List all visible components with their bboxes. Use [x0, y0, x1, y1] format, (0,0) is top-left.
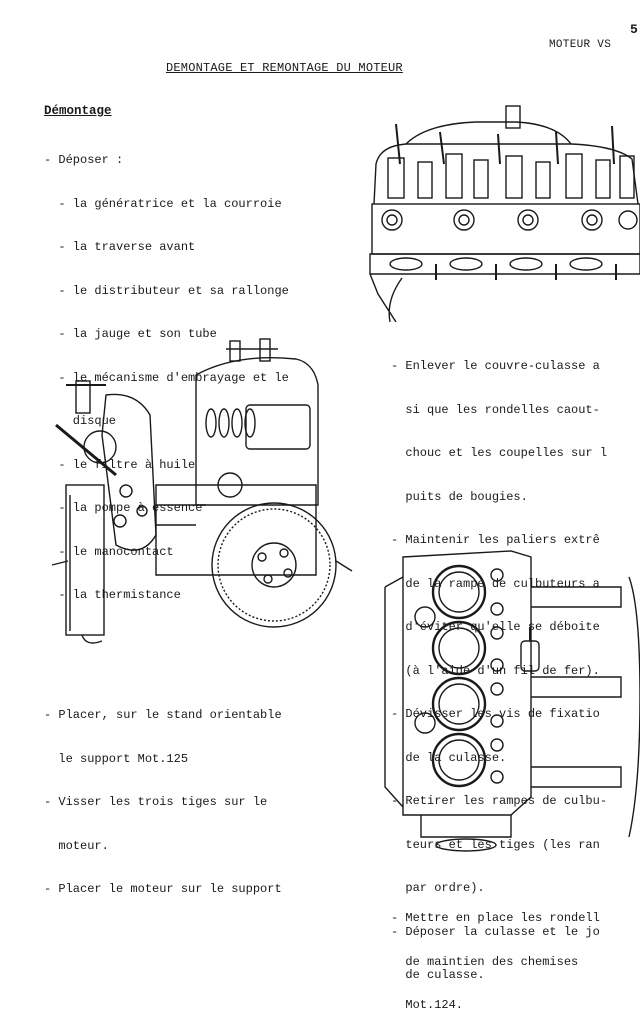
instruction-line: - Enlever le couvre-culasse a [391, 359, 600, 373]
instruction-line: - Placer le moteur sur le support [44, 882, 282, 896]
cylinder-head-illustration [366, 104, 640, 322]
cylinder-block-illustration [381, 547, 640, 855]
instruction-line: - Déposer la culasse et le jo [391, 924, 600, 939]
instruction-line: disque [44, 414, 117, 428]
instruction-line: Mot.124. [391, 998, 464, 1012]
instruction-line: - Déposer : [44, 153, 124, 167]
instruction-line: - Mettre en place les rondell [391, 911, 600, 925]
instruction-line: - Visser les trois tiges sur le [44, 795, 268, 809]
instruction-line: - le mécanisme d'embrayage et le [44, 370, 289, 385]
instruction-line: - Placer, sur le stand orientable [44, 708, 282, 722]
section-heading: Démontage [44, 104, 112, 118]
liner-instructions: - Mettre en place les rondell de maintie… [391, 882, 600, 1024]
instruction-line: de maintien des chemises [391, 954, 579, 969]
instruction-line: - Retirer les rampes de culbu- [391, 794, 608, 808]
page-number: 5 [630, 22, 638, 37]
instruction-line: de la culasse. [391, 750, 507, 765]
instruction-line: - la thermistance [44, 588, 181, 602]
instruction-line: si que les rondelles caout- [391, 402, 600, 417]
cylinder-head-instructions: - Enlever le couvre-culasse a si que les… [391, 330, 607, 1012]
instruction-line: (à l'aide d'un fil de fer). [391, 663, 600, 678]
instruction-line: puits de bougies. [391, 489, 528, 504]
removal-list: - Déposer : - la génératrice et la courr… [44, 124, 289, 632]
instruction-line: le support Mot.125 [44, 751, 189, 766]
page-title: DEMONTAGE ET REMONTAGE DU MOTEUR [166, 61, 403, 75]
engine-on-stand-illustration [46, 335, 356, 647]
support-instructions: - Placer, sur le stand orientable le sup… [44, 679, 282, 926]
instruction-line: de culasse. [391, 968, 485, 982]
running-header: MOTEUR VS [549, 39, 612, 51]
instruction-line: par ordre). [391, 881, 485, 895]
instruction-line: - la traverse avant [44, 240, 196, 254]
instruction-line: - la jauge et son tube [44, 327, 217, 341]
instruction-line: moteur. [44, 838, 109, 853]
instruction-line: - le manocontact [44, 544, 174, 559]
instruction-line: chouc et les coupelles sur l [391, 446, 608, 460]
instruction-line: - Maintenir les paliers extrê [391, 533, 600, 547]
instruction-line: - le distributeur et sa rallonge [44, 283, 289, 298]
instruction-line: - la génératrice et la courroie [44, 196, 282, 211]
instruction-line: teurs et les tiges (les ran [391, 837, 600, 852]
